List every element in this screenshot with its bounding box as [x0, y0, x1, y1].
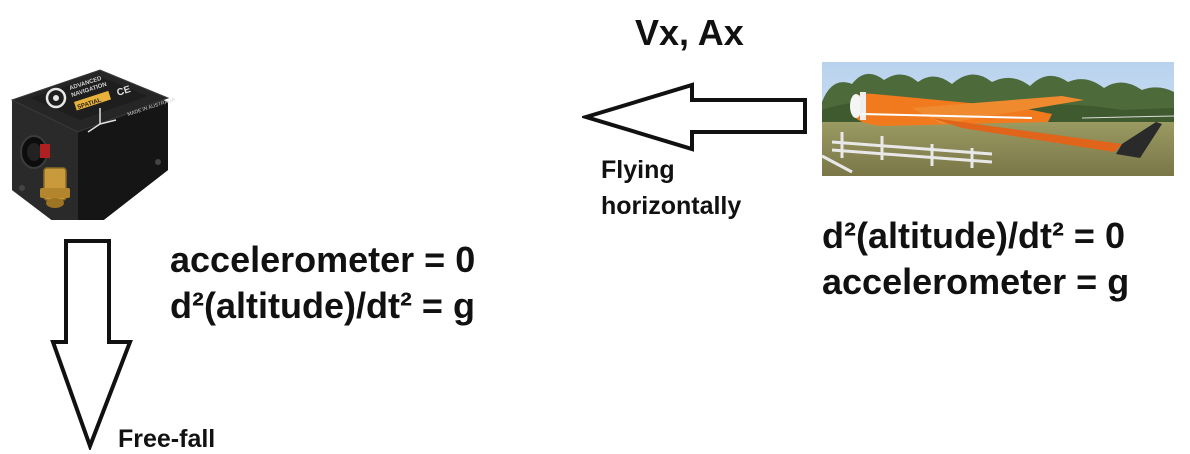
flight-arrow-label-line2: horizontally — [601, 192, 741, 221]
freefall-altitude-text: d²(altitude)/dt² = g — [170, 286, 475, 326]
uav-launch-photo — [822, 62, 1174, 176]
flight-arrow-label-line1: Flying — [601, 156, 675, 185]
flight-title: Vx, Ax — [635, 12, 744, 54]
flight-altitude-text: d²(altitude)/dt² = 0 — [822, 216, 1125, 256]
freefall-arrow — [50, 238, 134, 450]
ins-sensor-image: ADVANCED NAVIGATION SPATIAL CE MADE IN A… — [0, 40, 180, 220]
freefall-arrow-label: Free-fall — [118, 425, 215, 454]
freefall-accelerometer-text: accelerometer = 0 — [170, 240, 475, 280]
flight-accelerometer-text: accelerometer = g — [822, 262, 1129, 302]
flight-direction-arrow — [582, 82, 810, 152]
